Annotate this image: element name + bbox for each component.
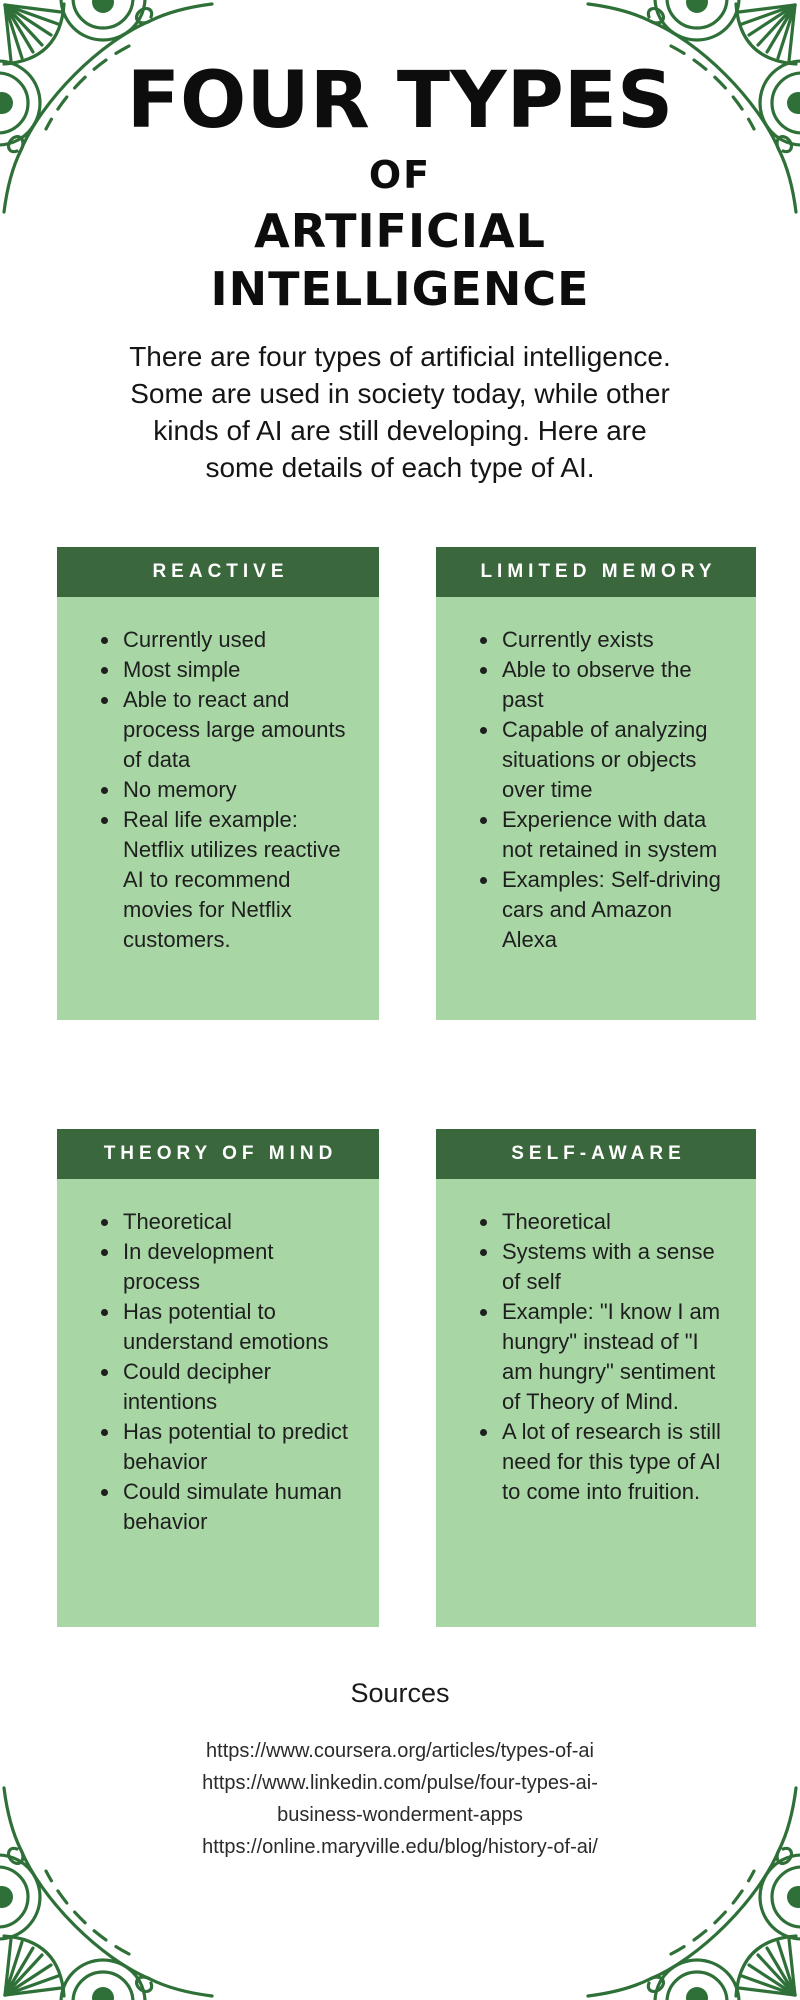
card-self-aware: SELF-AWARE TheoreticalSystems with a sen… (436, 1129, 756, 1627)
bullet-item: Could decipher intentions (121, 1357, 351, 1417)
card-bullet-list-self-aware: TheoreticalSystems with a sense of selfE… (436, 1179, 756, 1507)
card-header-limited-memory: LIMITED MEMORY (436, 547, 756, 597)
bullet-item: Has potential to predict behavior (121, 1417, 351, 1477)
bullet-item: Theoretical (500, 1207, 728, 1237)
card-header-self-aware: SELF-AWARE (436, 1129, 756, 1179)
page-title-line-1: FOUR TYPES (126, 56, 674, 146)
bullet-item: Could simulate human behavior (121, 1477, 351, 1537)
source-url-coursera: https://www.coursera.org/articles/types-… (206, 1740, 594, 1762)
bullet-item: Capable of analyzing situations or objec… (500, 715, 728, 805)
card-header-reactive: REACTIVE (57, 547, 379, 597)
bullet-item: Currently exists (500, 625, 728, 655)
card-theory-of-mind: THEORY OF MIND TheoreticalIn development… (57, 1129, 379, 1627)
card-body-reactive: Currently usedMost simpleAble to react a… (57, 597, 379, 1020)
card-body-theory-of-mind: TheoreticalIn development processHas pot… (57, 1179, 379, 1627)
bullet-item: A lot of research is still need for this… (500, 1417, 728, 1507)
bullet-item: Most simple (121, 655, 351, 685)
source-url-maryville: https://online.maryville.edu/blog/histor… (202, 1836, 598, 1858)
bullet-item: Currently used (121, 625, 351, 655)
sources-heading: Sources (350, 1678, 450, 1708)
bullet-item: In development process (121, 1237, 351, 1297)
bullet-item: Able to observe the past (500, 655, 728, 715)
card-bullet-list-limited-memory: Currently existsAble to observe the past… (436, 597, 756, 955)
card-bullet-list-reactive: Currently usedMost simpleAble to react a… (57, 597, 379, 955)
card-bullet-list-theory-of-mind: TheoreticalIn development processHas pot… (57, 1179, 379, 1537)
intro-text: There are four types of artificial intel… (129, 341, 671, 483)
bullet-item: Example: "I know I am hungry" instead of… (500, 1297, 728, 1417)
bullet-item: Examples: Self-driving cars and Amazon A… (500, 865, 728, 955)
source-url-linkedin: https://www.linkedin.com/pulse/four-type… (202, 1772, 598, 1826)
bullet-item: No memory (121, 775, 351, 805)
page-title-line-4: INTELLIGENCE (210, 262, 590, 316)
card-body-self-aware: TheoreticalSystems with a sense of selfE… (436, 1179, 756, 1627)
page-title-line-3: ARTIFICIAL (254, 204, 546, 258)
card-limited-memory: LIMITED MEMORY Currently existsAble to o… (436, 547, 756, 1020)
card-header-theory-of-mind: THEORY OF MIND (57, 1129, 379, 1179)
bullet-item: Has potential to understand emotions (121, 1297, 351, 1357)
title-block: FOUR TYPES OF ARTIFICIAL INTELLIGENCE Th… (0, 0, 800, 486)
card-body-limited-memory: Currently existsAble to observe the past… (436, 597, 756, 1020)
sources-section: Sources https://www.coursera.org/article… (0, 1678, 800, 1863)
bullet-item: Experience with data not retained in sys… (500, 805, 728, 865)
bullet-item: Theoretical (121, 1207, 351, 1237)
bullet-item: Able to react and process large amounts … (121, 685, 351, 775)
page-title-line-2: OF (368, 153, 432, 197)
bullet-item: Systems with a sense of self (500, 1237, 728, 1297)
card-reactive: REACTIVE Currently usedMost simpleAble t… (57, 547, 379, 1020)
bullet-item: Real life example: Netflix utilizes reac… (121, 805, 351, 955)
